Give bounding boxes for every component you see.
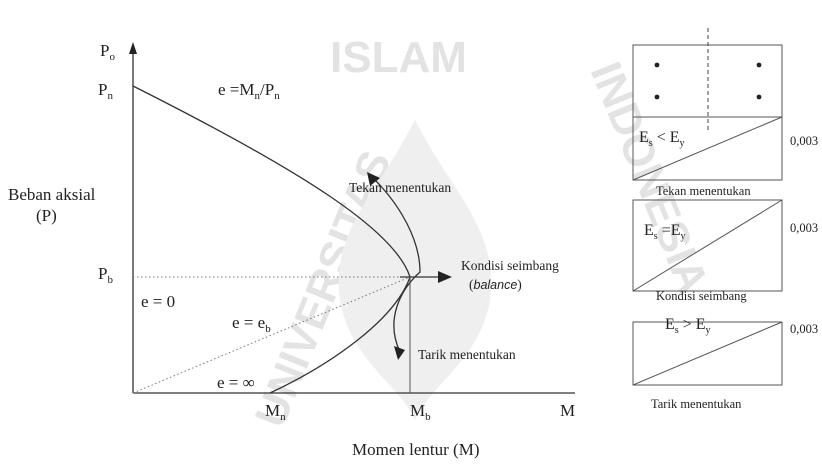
y-axis-title-line2: (P) — [36, 206, 57, 225]
label-m: M — [560, 401, 575, 420]
interaction-curve — [132, 85, 411, 394]
tekan-label: Tekan menentukan — [349, 180, 451, 195]
strain-case-balanced: Es =Ey 0,003 Kondisi seimbang — [632, 199, 818, 303]
kondisi-label: Kondisi seimbang — [461, 258, 559, 273]
strain-line-2 — [632, 199, 783, 292]
strain-caption-3: Tarik menentukan — [651, 397, 742, 411]
watermark-right: INDONESIA — [581, 55, 718, 300]
strain-line-1 — [632, 116, 783, 181]
tarik-label: Tarik menentukan — [418, 347, 516, 362]
label-mb: Mb — [410, 401, 431, 423]
strain-value-1: 0,003 — [790, 134, 818, 148]
rebar-dot-top-left — [654, 62, 660, 68]
strain-caption-1: Tekan menentukan — [656, 184, 751, 198]
label-po: Po — [100, 41, 115, 63]
strain-case-tension: Es > Ey 0,003 Tarik menentukan — [632, 316, 818, 411]
e-b-label: e = eb — [232, 313, 271, 335]
rebar-dot-top-right — [756, 62, 762, 68]
rebar-dot-bottom-left — [654, 94, 660, 100]
strain-relation-1: Es < Ey — [639, 129, 684, 149]
strain-caption-2: Kondisi seimbang — [656, 289, 747, 303]
curved-arrow-head-bottom — [394, 346, 405, 360]
balance-arrow-head — [438, 271, 452, 283]
strain-relation-2: Es =Ey — [644, 222, 685, 242]
curved-arrow-head-top — [367, 172, 380, 186]
strain-value-3: 0,003 — [790, 322, 818, 336]
y-axis-title-line1: Beban aksial — [8, 185, 96, 204]
strain-value-2: 0,003 — [790, 221, 818, 235]
rebar-dot-bottom-right — [756, 94, 762, 100]
interaction-curve-group — [132, 85, 452, 394]
y-axis-arrow — [129, 42, 137, 54]
balance-label: (balance) — [469, 277, 522, 292]
e-infinity-label: e = ∞ — [217, 373, 255, 392]
strain-line-3 — [632, 321, 783, 386]
label-pb: Pb — [98, 264, 113, 286]
strain-case-compression: Es < Ey 0,003 Tekan menentukan — [632, 116, 818, 198]
watermark-top: ISLAM — [330, 33, 467, 82]
strain-box-1 — [632, 116, 783, 181]
cross-section — [632, 28, 783, 132]
strain-box-2 — [632, 199, 783, 292]
curved-arrow — [374, 179, 421, 353]
label-mn: Mn — [265, 401, 286, 423]
chart-axes — [129, 42, 575, 394]
label-pn: Pn — [98, 80, 113, 102]
eccentricity-top-label: e =Mn/Pn — [218, 80, 280, 102]
x-axis-title: Momen lentur (M) — [352, 440, 479, 459]
watermark-emblem — [338, 120, 492, 420]
strain-box-3 — [632, 321, 783, 386]
e-zero-label: e = 0 — [141, 292, 175, 311]
strain-relation-3: Es > Ey — [665, 316, 710, 336]
